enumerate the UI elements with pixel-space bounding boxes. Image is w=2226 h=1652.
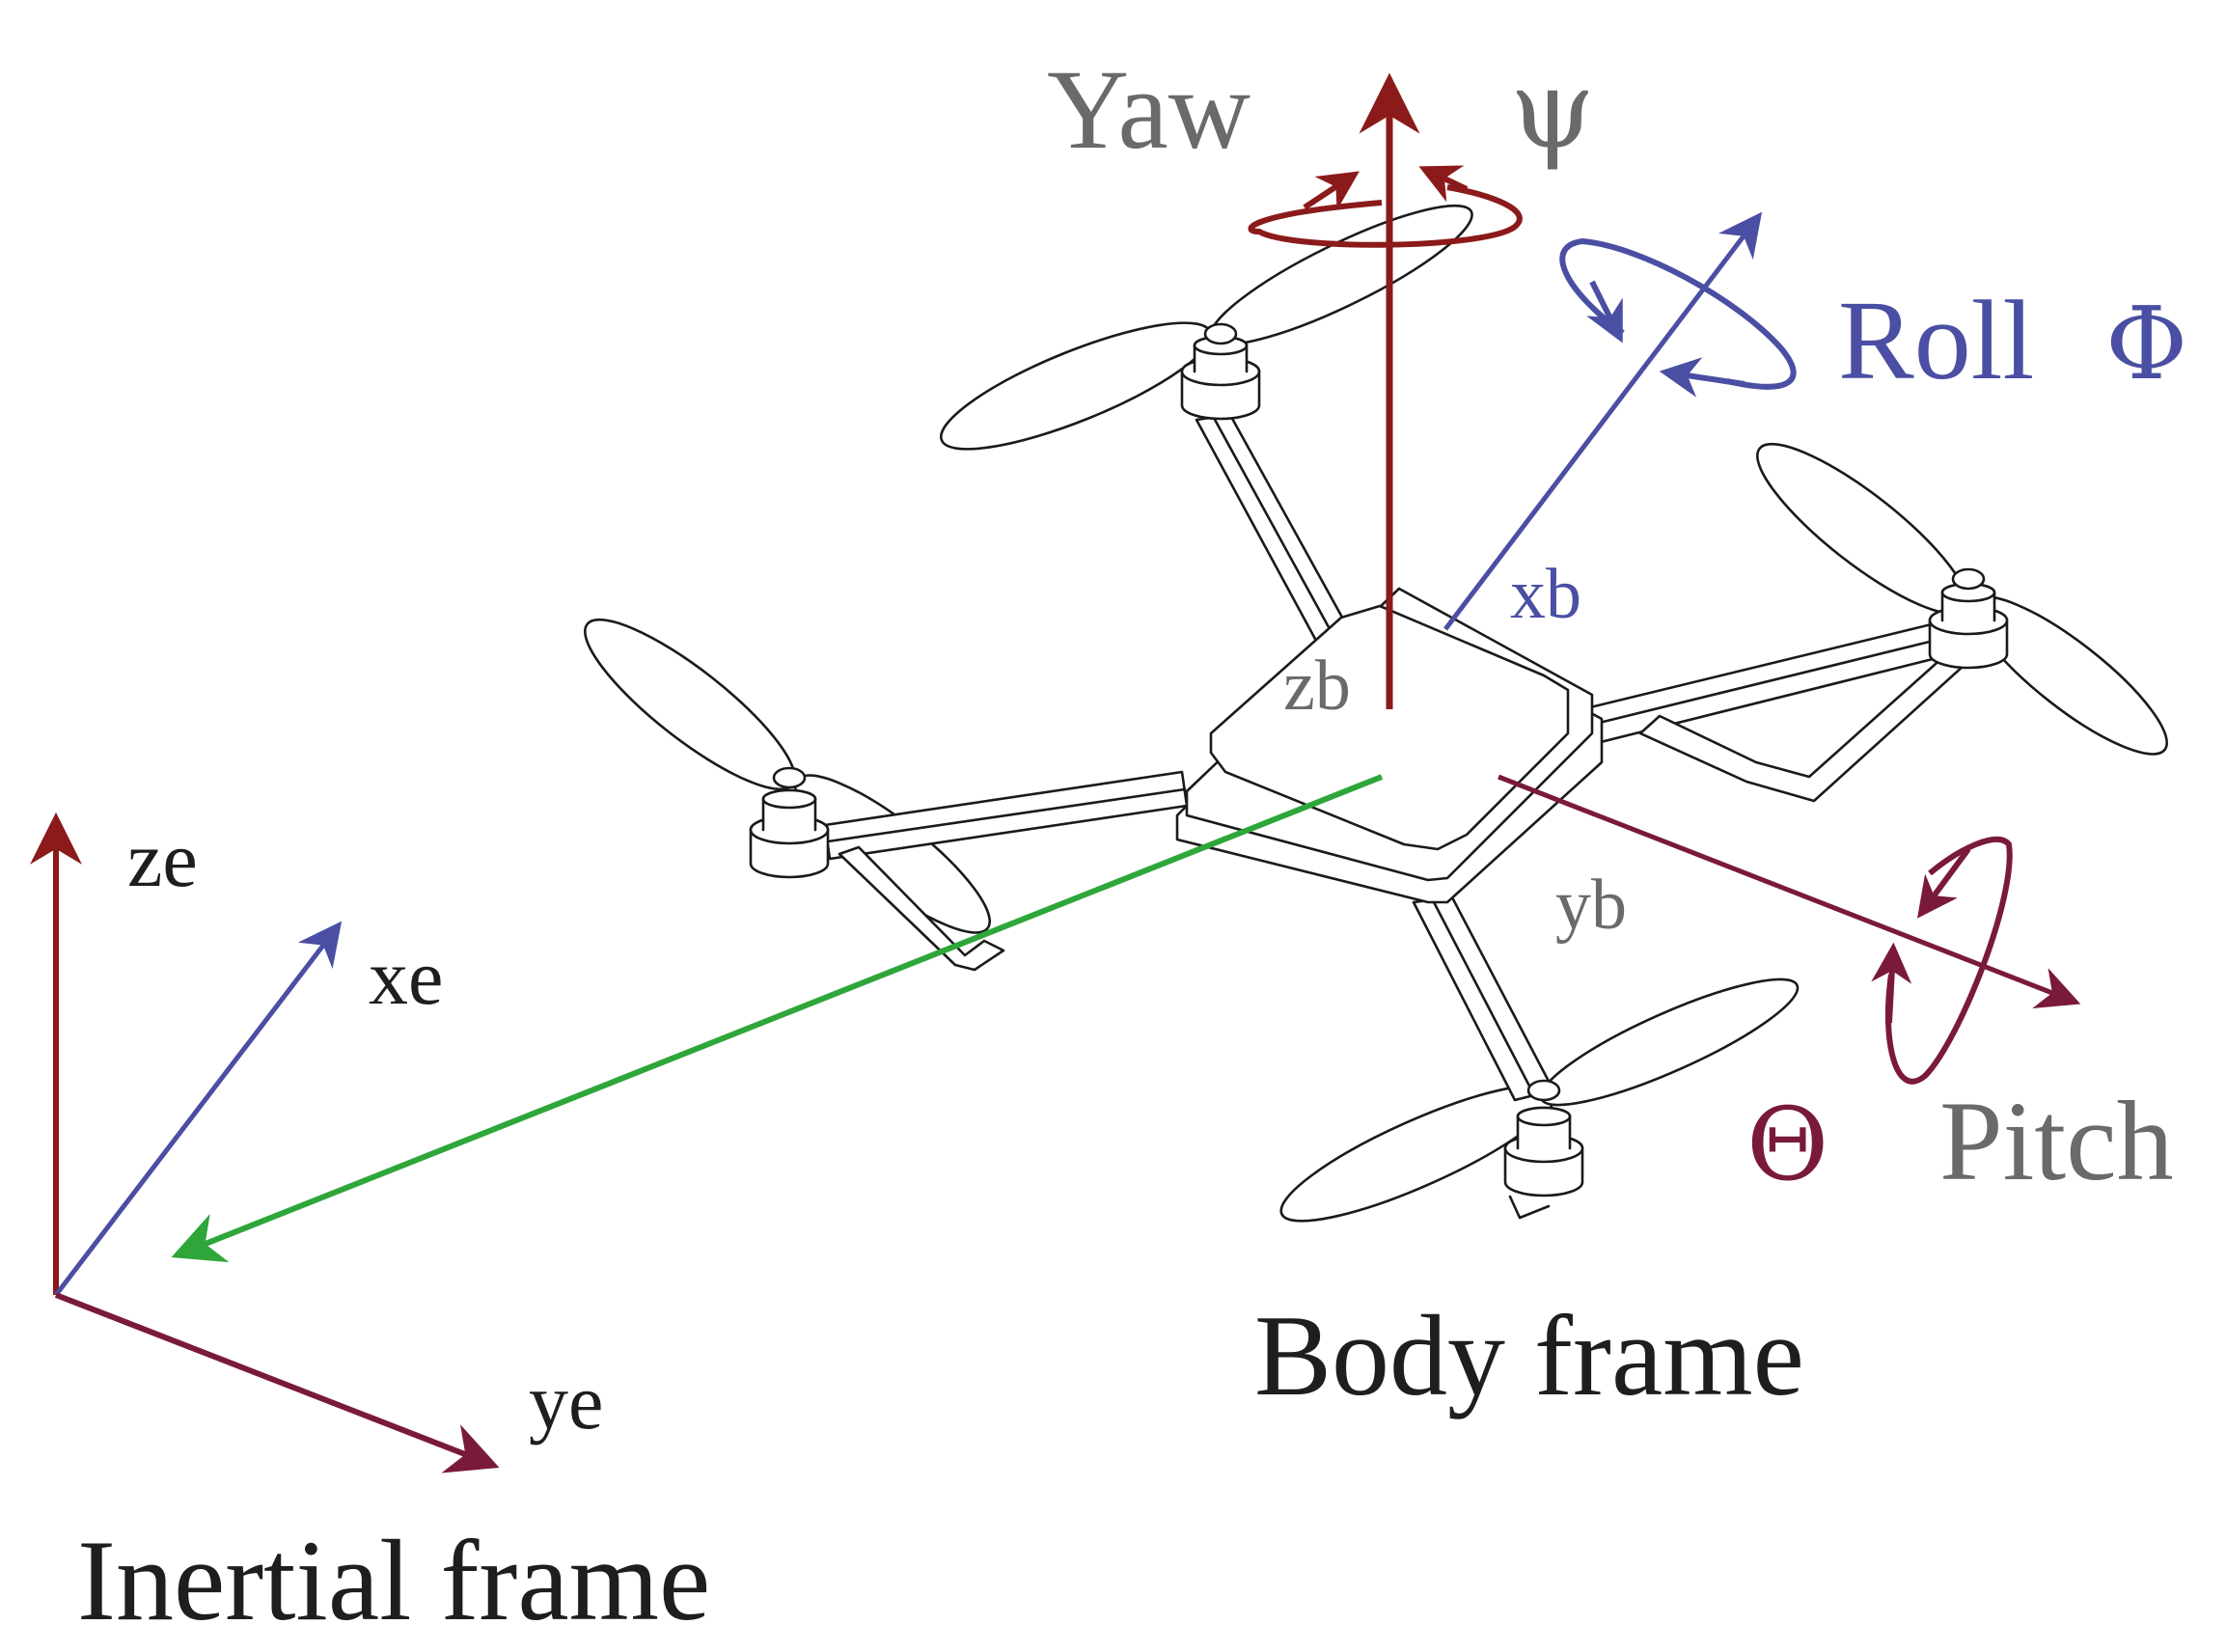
phi-symbol: Φ: [2105, 285, 2187, 402]
ye-label: ye: [529, 1358, 603, 1446]
pitch-axis-arrow: [1498, 774, 2081, 1009]
roll-label: Roll: [1838, 277, 2034, 403]
propeller-back-left: [939, 204, 1473, 451]
quadcopter-drawing: [584, 204, 2169, 1223]
roll-axis-arrow: [1443, 211, 1763, 631]
motor-back-right: [1928, 567, 2009, 670]
motor-back-left: [1180, 322, 1261, 421]
yaw-label: Yaw: [1047, 46, 1250, 173]
body-frame-caption: Body frame: [1254, 1291, 1804, 1419]
pitch-rotation-indicator: [1871, 836, 2013, 1085]
drone-arms: [823, 413, 1965, 1102]
ye-axis-arrow: [54, 1292, 500, 1473]
theta-symbol: Θ: [1746, 1086, 1828, 1203]
roll-rotation-indicator: [1559, 237, 1797, 398]
zb-label: zb: [1283, 647, 1351, 726]
psi-symbol: ψ: [1510, 47, 1595, 173]
position-vector-arrow: [171, 774, 1384, 1263]
drone-body: [1175, 587, 1604, 904]
xe-axis-arrow: [54, 921, 343, 1297]
ze-label: ze: [127, 815, 198, 903]
body-frame-axes: [1359, 72, 2081, 1009]
xe-label: xe: [369, 933, 443, 1021]
inertial-frame-caption: Inertial frame: [77, 1516, 710, 1644]
xb-label: xb: [1510, 555, 1581, 634]
motor-front-right: [1503, 1079, 1584, 1220]
pitch-label: Pitch: [1939, 1078, 2174, 1204]
yaw-rotation-indicator: [1248, 165, 1523, 248]
yb-label: yb: [1555, 866, 1627, 945]
inertial-frame-axes: [29, 812, 500, 1473]
propeller-front-right: [1279, 977, 1800, 1223]
motor-front-left: [749, 766, 830, 879]
